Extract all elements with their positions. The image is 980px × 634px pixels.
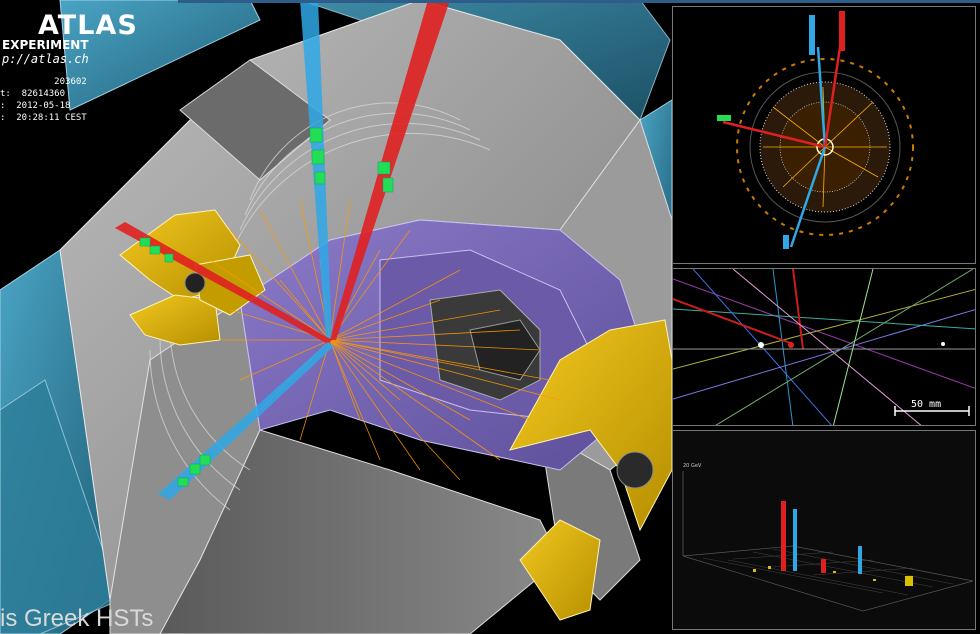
logo-subtitle: EXPERIMENT [2,38,89,52]
caption: is Greek HSTs [0,605,154,632]
tracks [209,199,561,481]
logo-title: ATLAS [38,10,138,41]
vertex-zoom-inset: 50 mm [672,268,976,426]
lego-plot-svg [682,471,974,612]
event-info: 203602 t: 82614360 : 2012-05-18 : 20:28:… [0,76,87,124]
lego-plot-inset: 20 GeV [672,430,976,630]
run-number: 203602 [0,77,87,87]
scale-label: 50 mm [911,399,942,410]
event-number: t: 82614360 [0,89,66,99]
window-top-edge [178,0,980,3]
transverse-view-svg [717,11,914,249]
calorimeter-arcs [149,102,491,511]
logo-url: p://atlas.ch [2,52,89,66]
muon-hits [139,127,394,487]
vertex-zoom-svg [673,269,975,425]
event-date: : 2012-05-18 [0,101,71,111]
event-time: : 20:28:11 CEST [0,113,87,123]
lego-title: 20 GeV [683,463,702,469]
transverse-view-inset [672,6,976,264]
